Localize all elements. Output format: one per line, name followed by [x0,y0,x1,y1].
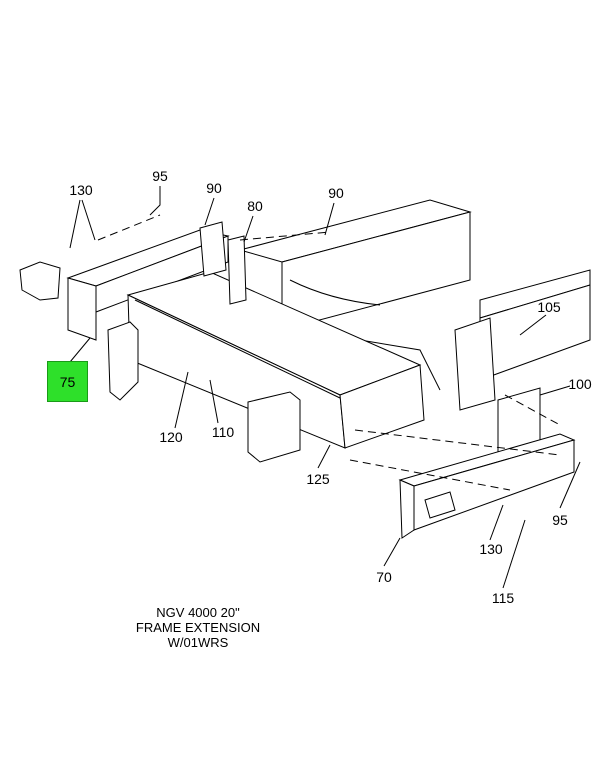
callout-100[interactable]: 100 [568,376,592,392]
callout-90-right[interactable]: 90 [328,185,344,201]
caption-line-model: NGV 4000 20" [156,605,240,620]
callout-120[interactable]: 120 [159,429,183,445]
callout-130-right[interactable]: 130 [479,541,503,557]
callout-130[interactable]: 130 [69,182,93,198]
callout-90[interactable]: 90 [206,180,222,196]
main-frame-rail [238,199,591,391]
caption-line-title: FRAME EXTENSION [135,620,261,635]
callout-80[interactable]: 80 [247,198,263,214]
left-frame-rail [19,229,230,341]
callout-115[interactable]: 115 [491,590,515,606]
caption-line-code: W/01WRS [167,635,229,650]
leader-lines [69,186,581,589]
callout-95-right[interactable]: 95 [552,512,568,528]
callout-75-highlighted[interactable]: 75 [47,361,88,402]
callout-95[interactable]: 95 [152,168,168,184]
callout-70[interactable]: 70 [376,569,392,585]
diagram-caption: NGV 4000 20" FRAME EXTENSION W/01WRS [128,605,268,650]
dashed-centerlines [97,214,561,491]
right-frame-rail [398,433,576,539]
callout-110[interactable]: 110 [211,424,235,440]
callout-105[interactable]: 105 [537,299,561,315]
crossmember-box [126,271,425,449]
callout-125[interactable]: 125 [306,471,330,487]
mounting-brackets [107,221,541,463]
